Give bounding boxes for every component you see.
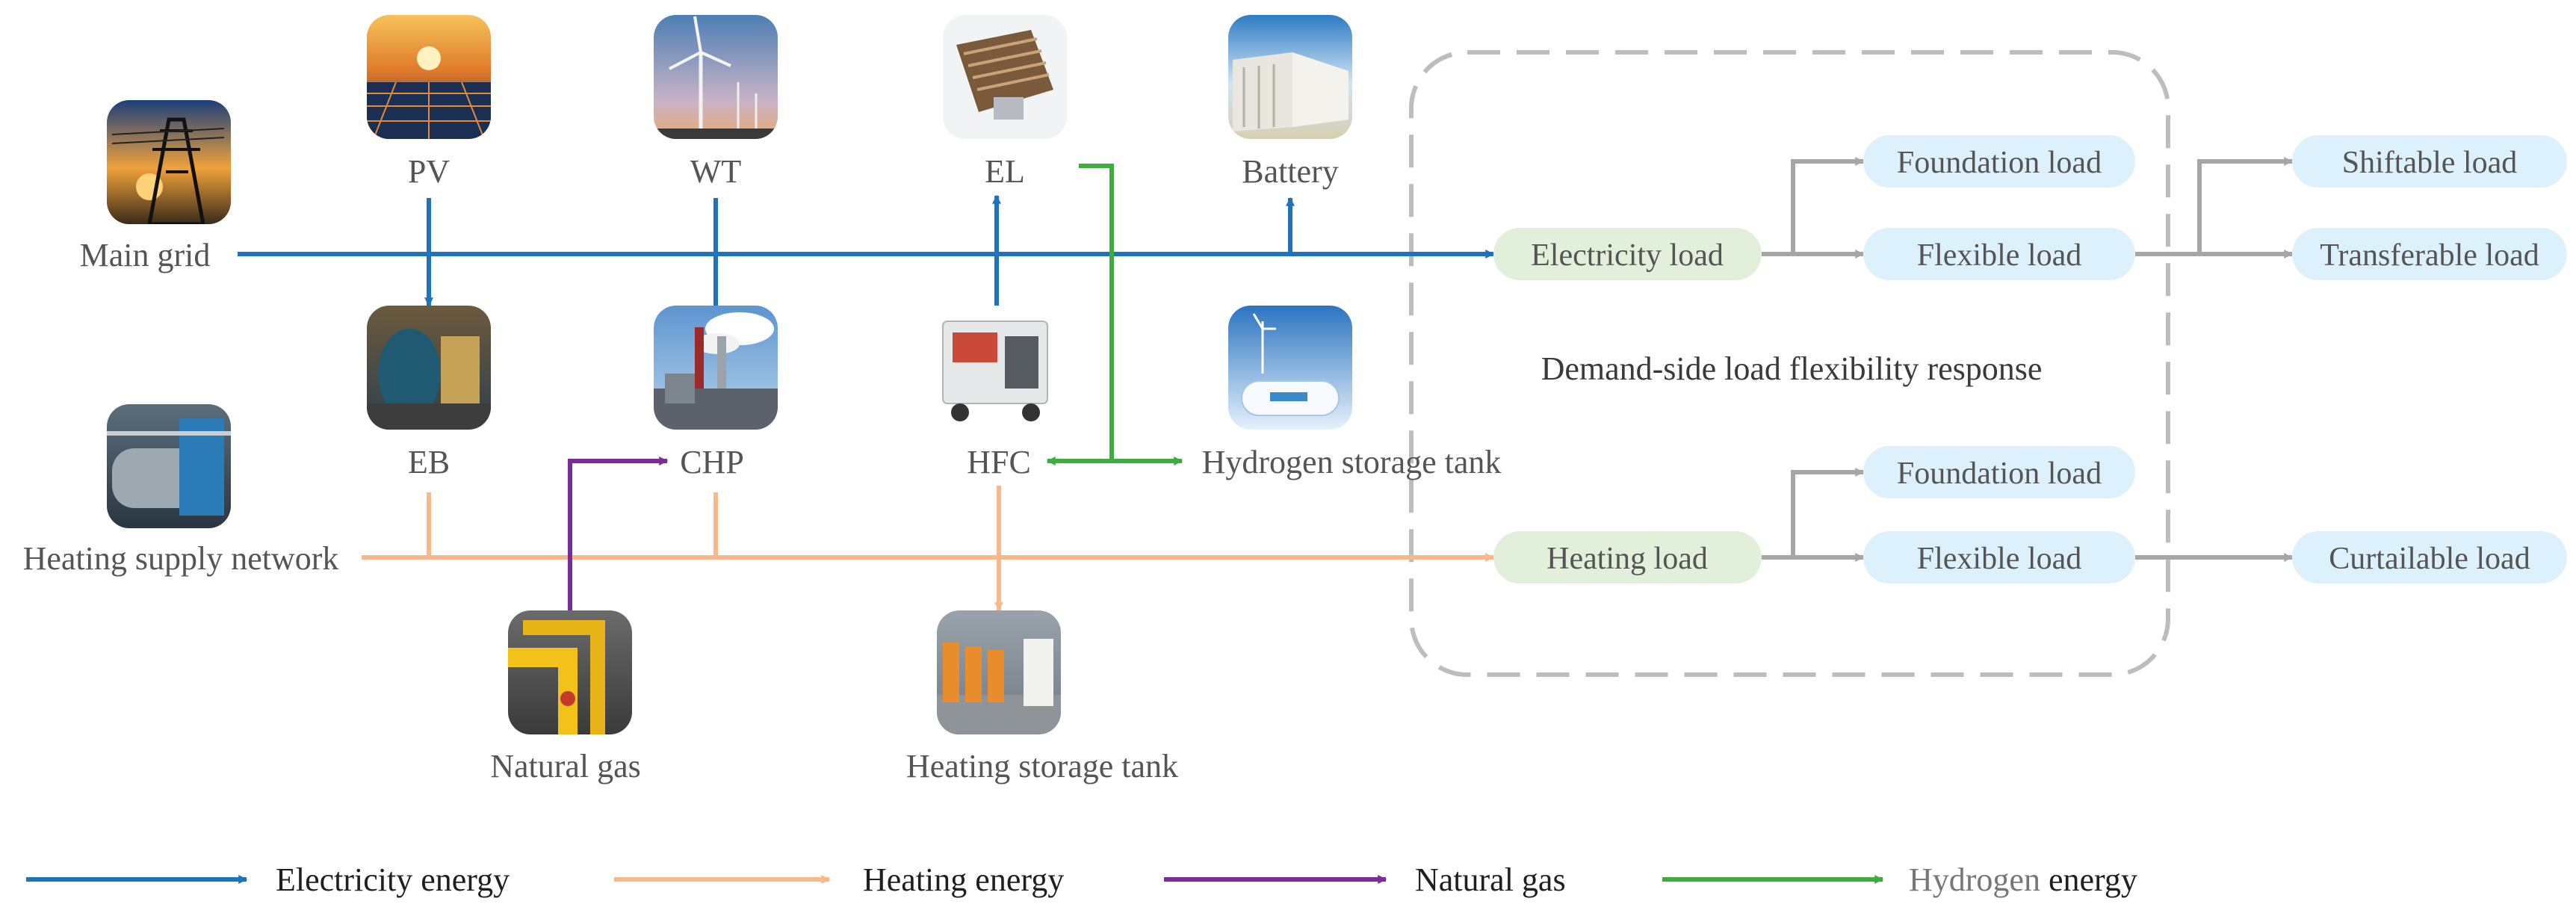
electrolyzer-icon (943, 15, 1067, 139)
hydrogen-tank-label: Hydrogen storage tank (1202, 444, 1502, 480)
heating-storage-tank-label: Heating storage tank (906, 748, 1178, 785)
svg-text:Transferable load: Transferable load (2320, 238, 2539, 273)
power-tower-icon (107, 100, 231, 224)
svg-text:Heating load: Heating load (1546, 542, 1708, 576)
curtailable-load-pill: Curtailable load (2292, 531, 2567, 584)
heat-foundation-load-pill: Foundation load (1863, 446, 2135, 498)
heating-load-pill: Heating load (1493, 531, 1762, 584)
transferable-load-pill: Transferable load (2292, 228, 2567, 280)
legend-electricity-label: Electricity energy (276, 861, 510, 898)
svg-text:Foundation load: Foundation load (1897, 146, 2102, 180)
legend: Electricity energy Heating energy Natura… (26, 861, 2137, 898)
elec-to-foundation-line (1762, 157, 1865, 256)
heating-network-label: Heating supply network (23, 540, 339, 577)
shiftable-load-pill: Shiftable load (2292, 135, 2567, 188)
svg-text:Flexible load: Flexible load (1917, 542, 2081, 576)
el-hydrogen-line (1079, 164, 1114, 461)
gas-pipeline-icon (508, 610, 632, 734)
electricity-load-pill: Electricity load (1493, 228, 1762, 280)
gas-to-chp-line (568, 457, 669, 610)
legend-heating-label: Heating energy (863, 861, 1064, 898)
natural-gas-label: Natural gas (490, 748, 641, 785)
legend-hydrogen-label: Hydrogen energy (1909, 861, 2137, 898)
pv-label: PV (408, 153, 450, 190)
el-label: EL (985, 153, 1025, 190)
svg-text:Shiftable load: Shiftable load (2342, 146, 2517, 180)
chp-label: CHP (680, 444, 744, 480)
legend-gas-label: Natural gas (1415, 861, 1566, 898)
flexible-to-shiftable-line (2135, 157, 2294, 256)
demand-side-region (1409, 50, 2170, 677)
heat-to-foundation-line (1762, 468, 1865, 560)
eb-label: EB (408, 444, 450, 480)
heating-station-icon (107, 404, 231, 528)
solar-panel-icon (367, 15, 491, 139)
hydrogen-tank-icon (1228, 306, 1352, 430)
elec-foundation-load-pill: Foundation load (1863, 135, 2135, 188)
demand-side-caption: Demand-side load flexibility response (1541, 350, 2043, 387)
main-grid-label: Main grid (80, 237, 211, 273)
svg-text:Curtailable load: Curtailable load (2329, 542, 2530, 576)
svg-text:Foundation load: Foundation load (1897, 457, 2102, 491)
elec-flexible-load-pill: Flexible load (1863, 228, 2135, 280)
battery-container-icon (1228, 15, 1352, 139)
wind-turbine-icon (654, 15, 778, 139)
fuel-cell-icon (934, 306, 1058, 430)
wt-label: WT (690, 153, 742, 190)
svg-text:Flexible load: Flexible load (1917, 238, 2081, 273)
svg-text:Electricity load: Electricity load (1531, 238, 1724, 273)
heat-storage-icon (937, 610, 1061, 734)
heat-flexible-load-pill: Flexible load (1863, 531, 2135, 584)
chp-plant-icon (654, 306, 778, 430)
hfc-label: HFC (967, 444, 1031, 480)
electric-boiler-icon (367, 306, 491, 430)
battery-label: Battery (1242, 153, 1339, 190)
